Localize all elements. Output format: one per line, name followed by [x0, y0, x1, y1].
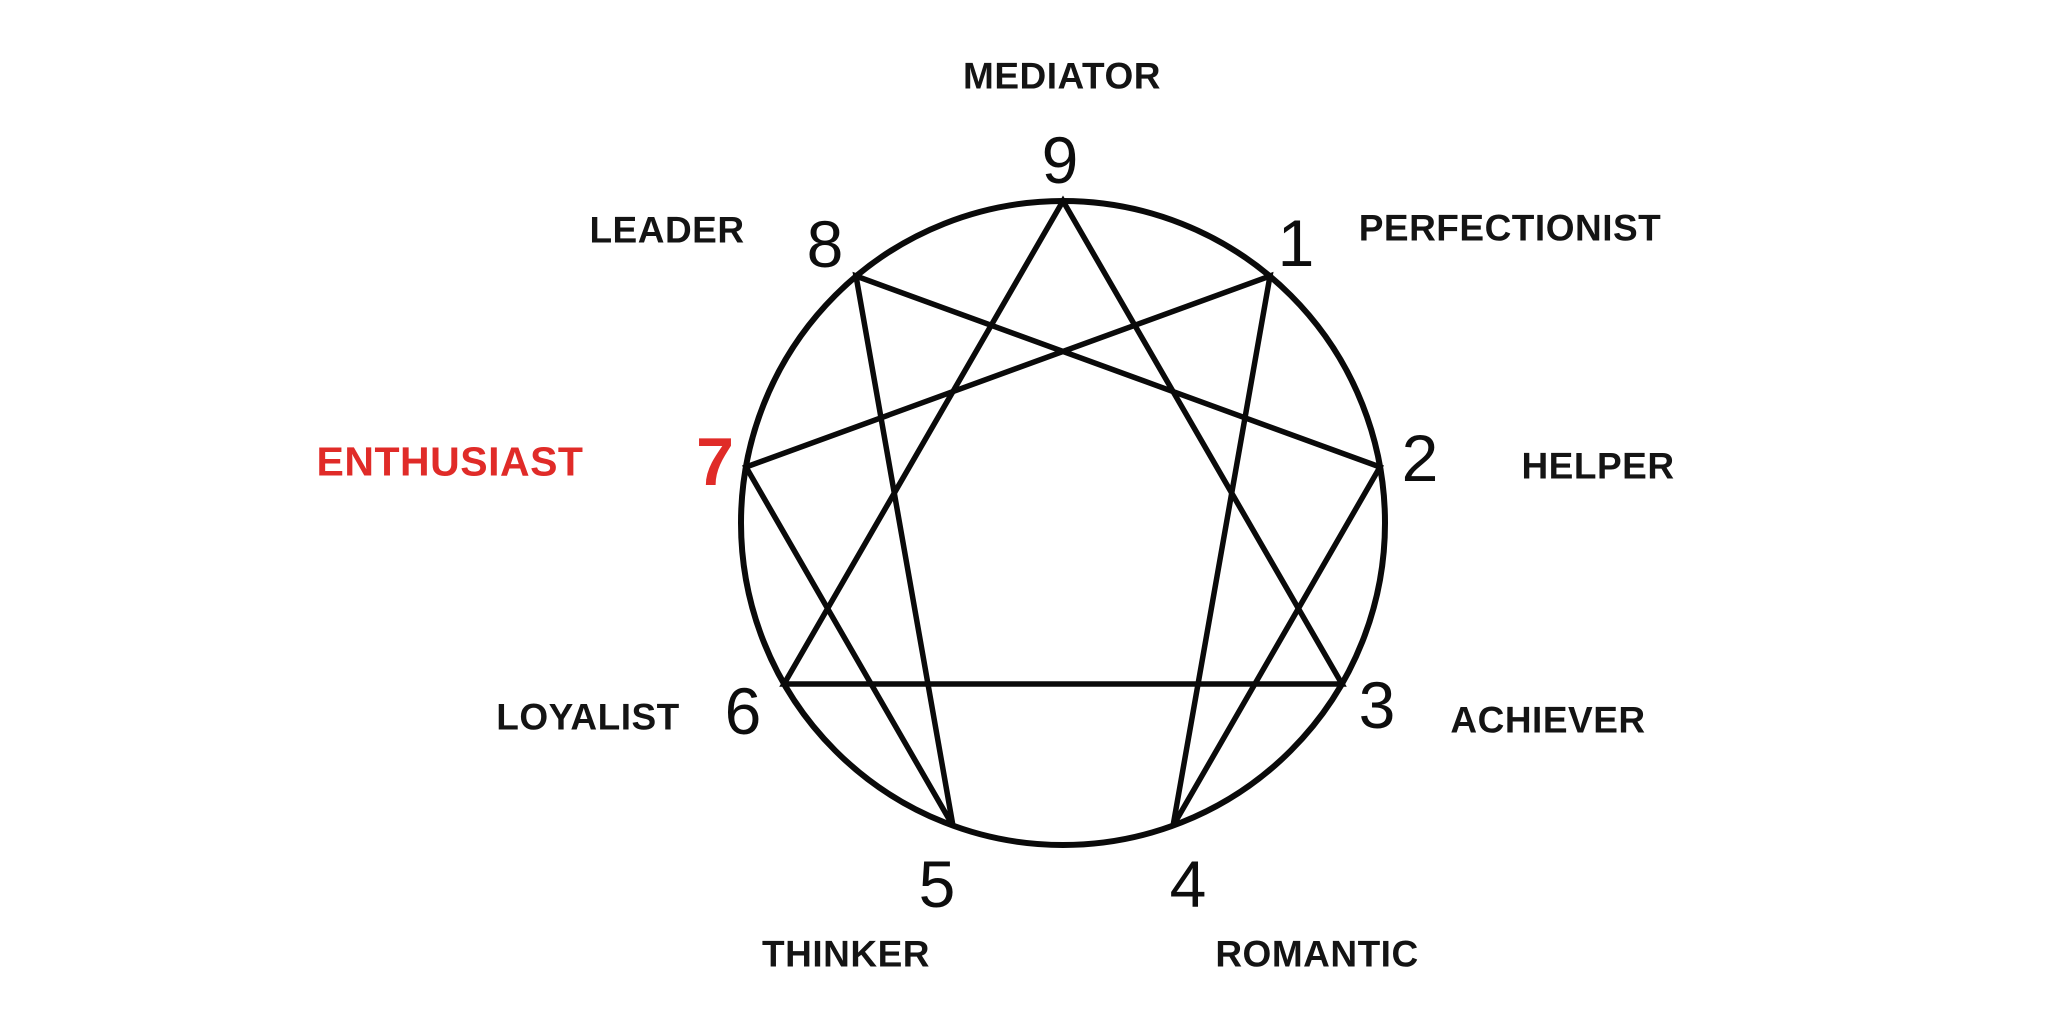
type-3-label: ACHIEVER — [1450, 699, 1646, 741]
type-5-number: 5 — [918, 847, 956, 921]
hexad-1-4-2-8-5-7 — [741, 271, 1385, 828]
type-2-label: HELPER — [1521, 445, 1675, 487]
type-2-number: 2 — [1401, 421, 1439, 495]
type-1-label: PERFECTIONIST — [1358, 207, 1662, 249]
type-9-number: 9 — [1041, 123, 1079, 197]
type-9-label: MEDIATOR — [963, 55, 1161, 97]
triangle-9-3-6 — [779, 195, 1347, 687]
type-3-number: 3 — [1358, 668, 1396, 742]
type-4-number: 4 — [1169, 847, 1207, 921]
type-6-number: 6 — [724, 674, 762, 748]
type-6-label: LOYALIST — [496, 696, 680, 738]
type-5-label: THINKER — [762, 933, 930, 975]
type-7-number: 7 — [696, 424, 734, 500]
type-8-label: LEADER — [589, 209, 745, 251]
type-7-label: ENTHUSIAST — [316, 438, 584, 485]
enneagram-circle — [738, 198, 1388, 848]
type-8-number: 8 — [806, 207, 844, 281]
type-1-number: 1 — [1277, 206, 1315, 280]
type-4-label: ROMANTIC — [1215, 933, 1419, 975]
